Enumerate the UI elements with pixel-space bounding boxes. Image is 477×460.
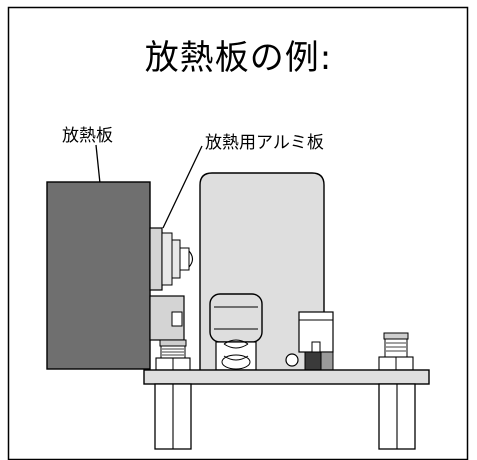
capacitor-base-dark <box>304 351 322 371</box>
small-ring-component <box>285 353 299 367</box>
aluminum-plate-label: 放熱用アルミ板 <box>205 133 324 153</box>
heatsink-label: 放熱板 <box>62 126 113 146</box>
right-bolt-thread <box>384 338 408 358</box>
heatsink-block <box>46 181 151 370</box>
diagram-title: 放熱板の例: <box>144 38 333 78</box>
screw-cap <box>188 250 194 268</box>
coil-winding <box>215 341 257 371</box>
screw-head <box>179 247 190 271</box>
right-bolt-top <box>383 332 409 340</box>
screw-washer <box>171 239 181 279</box>
circuit-board <box>143 369 430 385</box>
spacer-nut <box>171 311 183 327</box>
capacitor-base-grey <box>320 351 334 371</box>
aluminum-plate-tab <box>161 232 173 286</box>
aluminum-plate <box>149 227 163 291</box>
coil-housing <box>209 293 263 343</box>
left-bolt-top <box>159 339 187 347</box>
aluminum-plate-leader-line <box>162 145 203 229</box>
